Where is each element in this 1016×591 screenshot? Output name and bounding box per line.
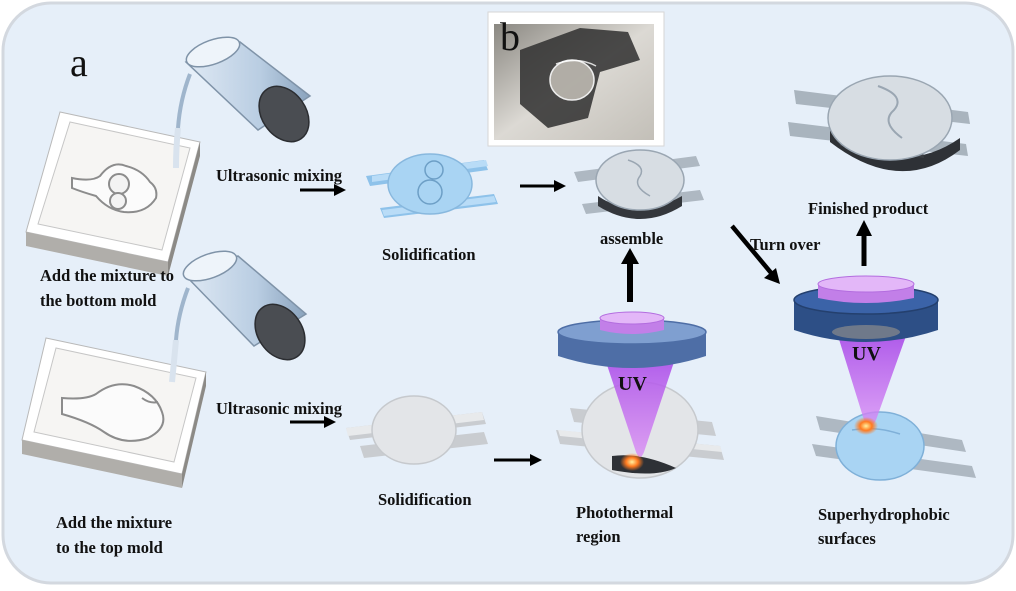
beaker-bottom: [169, 250, 308, 383]
panel-label-a: a: [70, 40, 88, 85]
label-add-bottom-line2: the bottom mold: [40, 291, 156, 310]
arrow-mold-top-to-blue: [300, 184, 346, 196]
arrow-gray-to-photothermal: [494, 454, 542, 466]
label-turn-over: Turn over: [750, 235, 820, 254]
label-uv-left: UV: [618, 373, 647, 395]
photo-panel-b: [487, 11, 665, 147]
uv-device-right: [793, 275, 939, 435]
panel-label-b: b: [500, 14, 520, 59]
arrow-turn-over: [730, 224, 780, 284]
label-solidification-bottom: Solidification: [378, 490, 472, 509]
top-mold: [21, 337, 207, 488]
arrow-up-to-finished: [856, 220, 872, 266]
gray-part: [346, 395, 488, 465]
label-solidification-top: Solidification: [382, 245, 476, 264]
label-add-top-line2: to the top mold: [56, 538, 163, 557]
label-photothermal-line2: region: [576, 527, 621, 546]
arrows: [290, 180, 872, 466]
label-finished-product: Finished product: [808, 199, 929, 218]
assembled-part: [574, 149, 704, 219]
uv-device-left: [557, 311, 707, 471]
bottom-mold: [25, 111, 201, 276]
label-ultrasonic-mixing-top: Ultrasonic mixing: [216, 166, 343, 185]
finished-product-part: [788, 75, 970, 172]
label-photothermal-line1: Photothermal: [576, 503, 674, 522]
arrow-up-to-assemble: [621, 248, 639, 302]
label-superhydrophobic-line2: surfaces: [818, 529, 876, 548]
label-add-bottom-line1: Add the mixture to: [40, 266, 174, 285]
label-ultrasonic-mixing-bottom: Ultrasonic mixing: [216, 399, 343, 418]
arrow-mold-bottom-to-gray: [290, 416, 336, 428]
arrow-blue-to-assembled: [520, 180, 566, 192]
beaker-top: [173, 36, 312, 169]
label-assemble: assemble: [600, 229, 663, 248]
blue-part: [366, 153, 498, 218]
label-superhydrophobic-line1: Superhydrophobic: [818, 505, 950, 524]
label-uv-right: UV: [852, 343, 881, 365]
label-add-top-line1: Add the mixture: [56, 513, 172, 532]
